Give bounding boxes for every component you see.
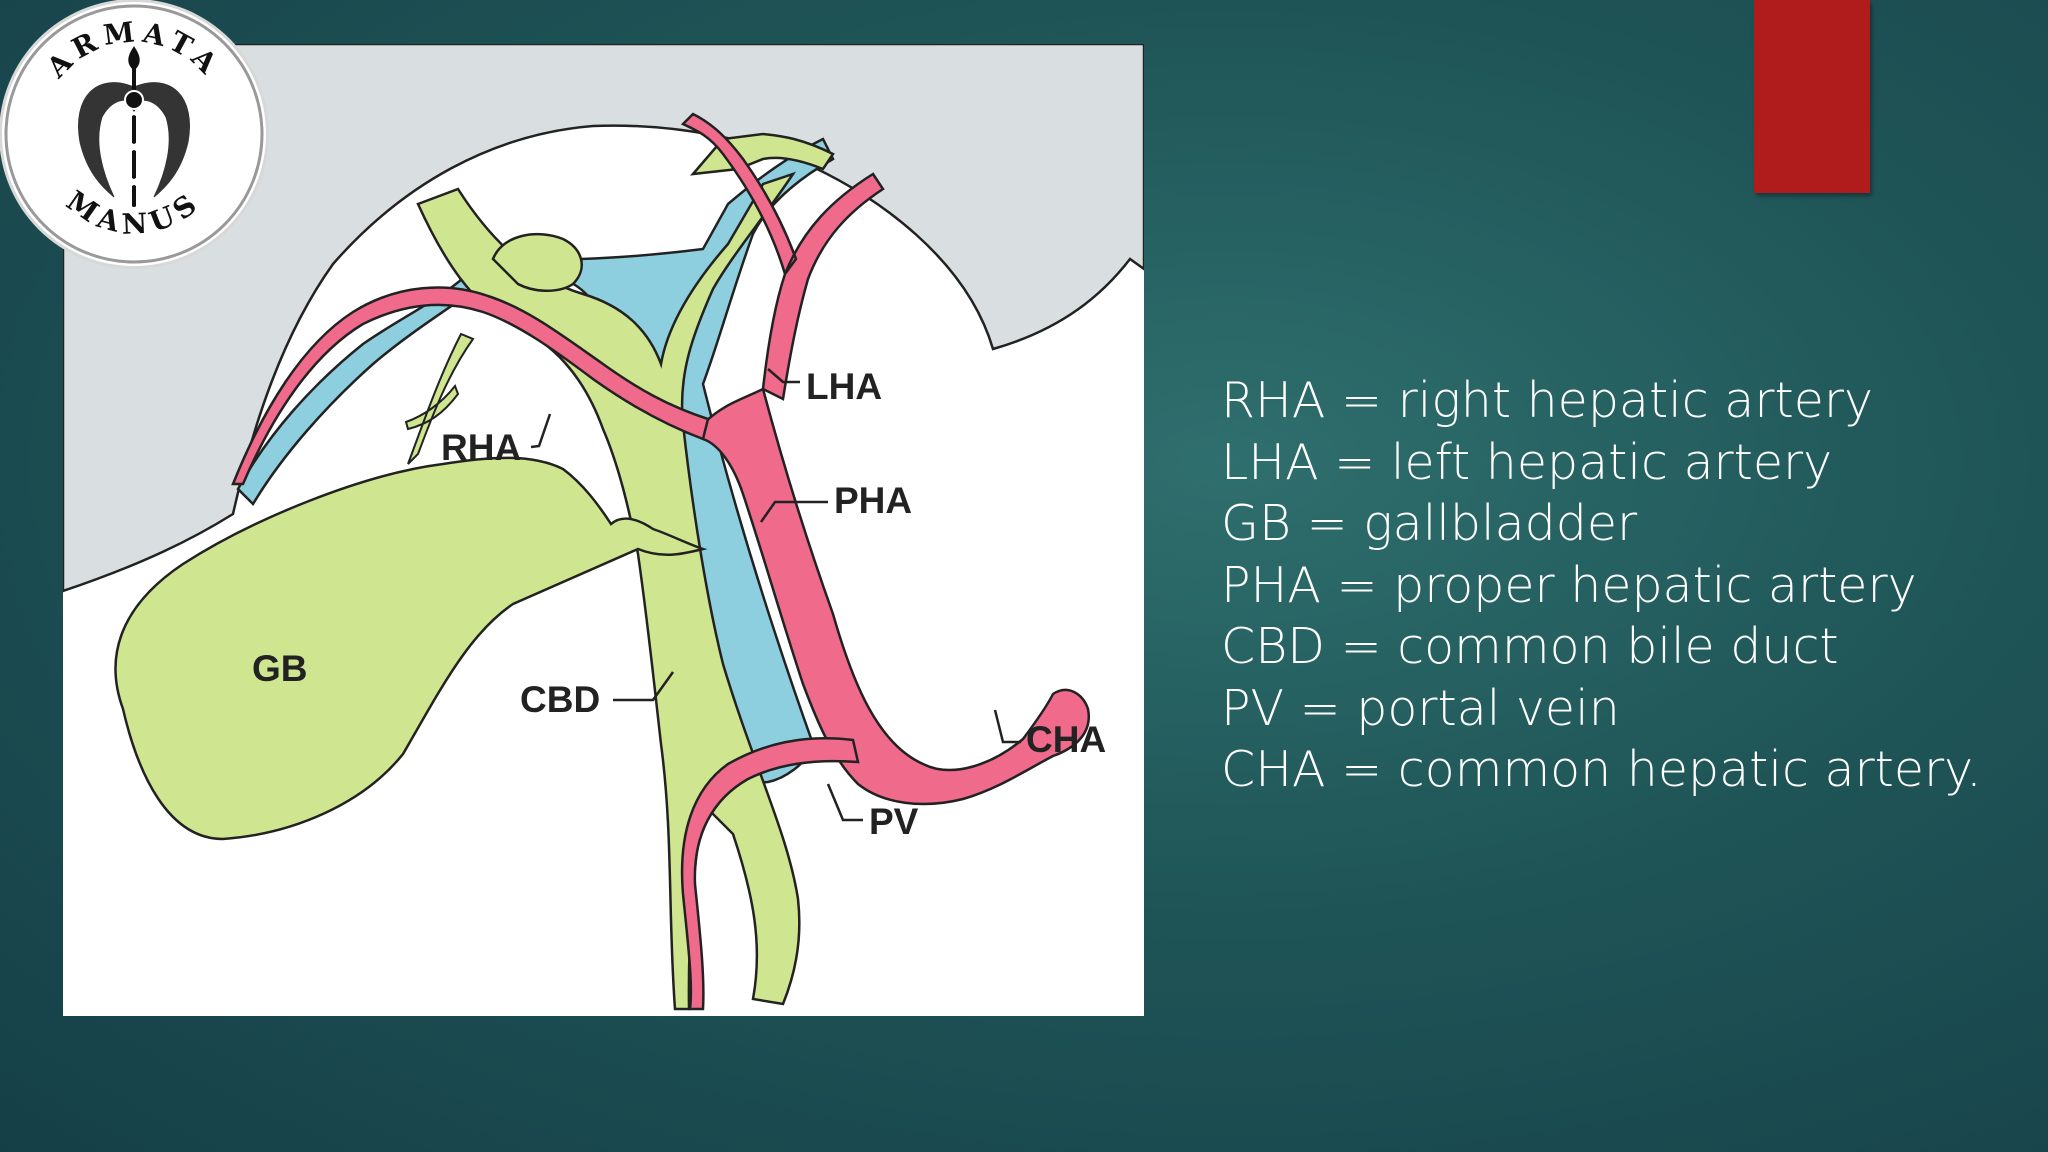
label-cha: CHA — [1026, 719, 1106, 760]
proper-hepatic-artery — [701, 387, 1091, 806]
legend-item-lha: LHA = left hepatic artery — [1221, 433, 1833, 491]
cystic-duct-knob — [491, 232, 583, 292]
logo-emblem: ARMATA MANUS — [4, 4, 264, 264]
abbreviation-legend: RHA = right hepatic artery LHA = left he… — [1221, 370, 2021, 801]
right-hepatic-artery — [231, 286, 710, 486]
label-cbd: CBD — [520, 679, 600, 720]
armata-manus-logo: ARMATA MANUS — [2, 2, 266, 266]
gallbladder — [114, 456, 708, 841]
anatomy-diagram-svg: LHA RHA PHA GB CBD CHA PV — [63, 44, 1144, 1011]
legend-item-pha: PHA = proper hepatic artery — [1221, 556, 1917, 614]
legend-item-rha: RHA = right hepatic artery — [1221, 372, 1873, 429]
legend-item-cbd: CBD = common bile duct — [1221, 618, 1839, 675]
label-rha: RHA — [441, 427, 521, 468]
label-pha: PHA — [834, 480, 912, 521]
label-lha: LHA — [806, 366, 882, 407]
left-hepatic-artery — [680, 112, 885, 401]
legend-item-pv: PV = portal vein — [1221, 679, 1620, 737]
leader-lines — [530, 368, 1021, 822]
legend-item-gb: GB = gallbladder — [1221, 495, 1638, 552]
common-hepatic-artery-loop — [680, 737, 860, 1011]
caduceus-dragon-icon — [78, 46, 190, 213]
label-gb: GB — [252, 648, 308, 689]
right-duct-twig — [404, 332, 475, 465]
label-pv: PV — [869, 801, 919, 842]
legend-item-cha: CHA = common hepatic artery. — [1221, 741, 1982, 798]
anatomy-diagram: LHA RHA PHA GB CBD CHA PV — [63, 44, 1144, 1016]
accent-bar — [1754, 0, 1870, 193]
